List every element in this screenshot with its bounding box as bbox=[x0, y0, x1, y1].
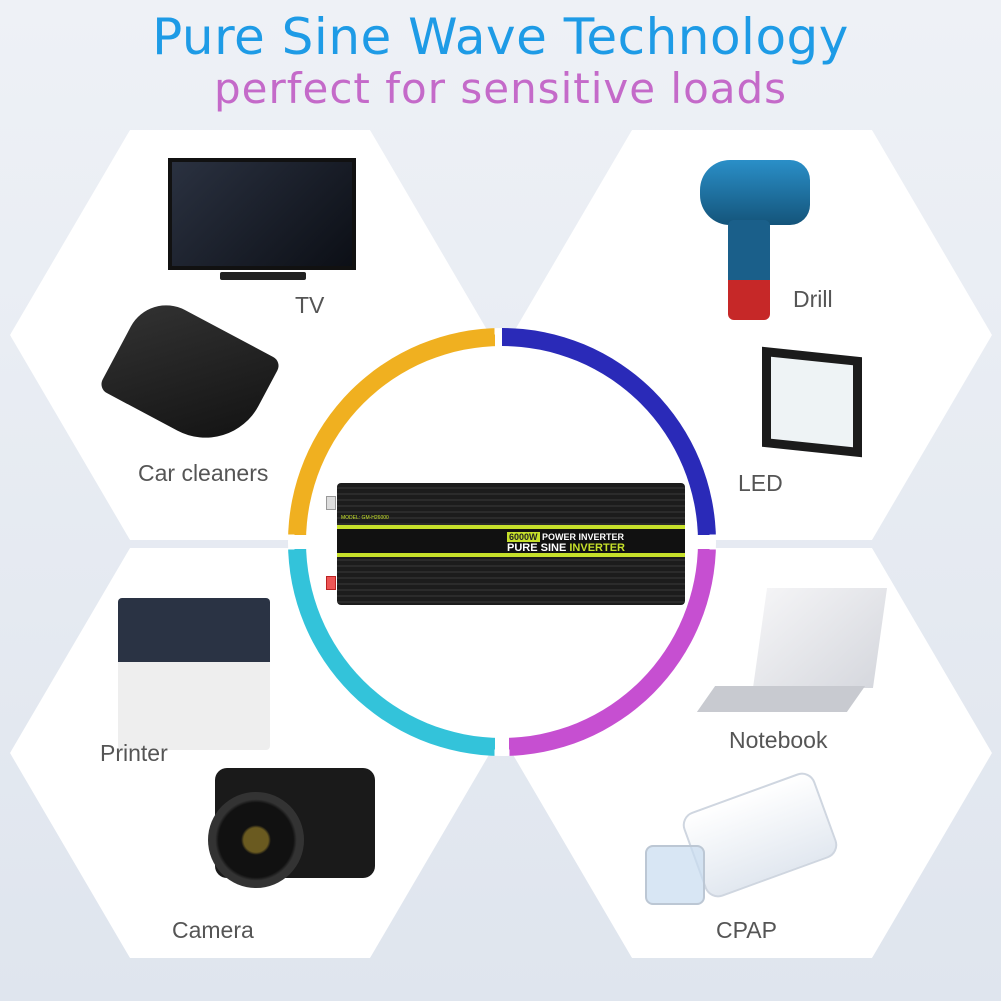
drill-image bbox=[700, 160, 810, 225]
terminal-red bbox=[326, 576, 336, 590]
page-title: Pure Sine Wave Technology bbox=[152, 8, 849, 66]
cpap-chamber bbox=[645, 845, 705, 905]
inverter-line2b: INVERTER bbox=[569, 542, 625, 554]
notebook-base bbox=[696, 686, 866, 712]
label-camera: Camera bbox=[172, 917, 254, 943]
tv-image bbox=[168, 158, 356, 270]
page-subtitle: perfect for sensitive loads bbox=[213, 64, 788, 113]
led-image bbox=[762, 346, 862, 458]
label-led: LED bbox=[738, 470, 783, 496]
label-notebook: Notebook bbox=[729, 727, 828, 753]
inverter-wattage: 6000W bbox=[507, 532, 540, 542]
inverter-image: MODEL: GM-H26000 6000W POWER INVERTER PU… bbox=[337, 483, 685, 605]
terminal-black bbox=[326, 496, 336, 510]
drill-handle bbox=[728, 220, 770, 320]
inverter-line2: PURE SINE INVERTER bbox=[507, 542, 625, 554]
camera-lens bbox=[208, 792, 304, 888]
label-cpap: CPAP bbox=[716, 917, 777, 943]
label-car-cleaners: Car cleaners bbox=[138, 460, 269, 486]
tv-stand bbox=[220, 272, 306, 280]
inverter-line1: 6000W POWER INVERTER bbox=[507, 532, 624, 542]
label-tv: TV bbox=[295, 292, 325, 318]
inverter-line2a: PURE SINE bbox=[507, 542, 570, 554]
inverter-model: MODEL: GM-H26000 bbox=[341, 515, 389, 521]
inverter-line1-text: POWER INVERTER bbox=[542, 532, 625, 542]
notebook-screen bbox=[752, 588, 888, 688]
label-printer: Printer bbox=[100, 740, 168, 766]
printer-image bbox=[118, 598, 270, 750]
label-drill: Drill bbox=[793, 286, 833, 312]
inverter-label-band: 6000W POWER INVERTER PURE SINE INVERTER bbox=[337, 525, 685, 557]
